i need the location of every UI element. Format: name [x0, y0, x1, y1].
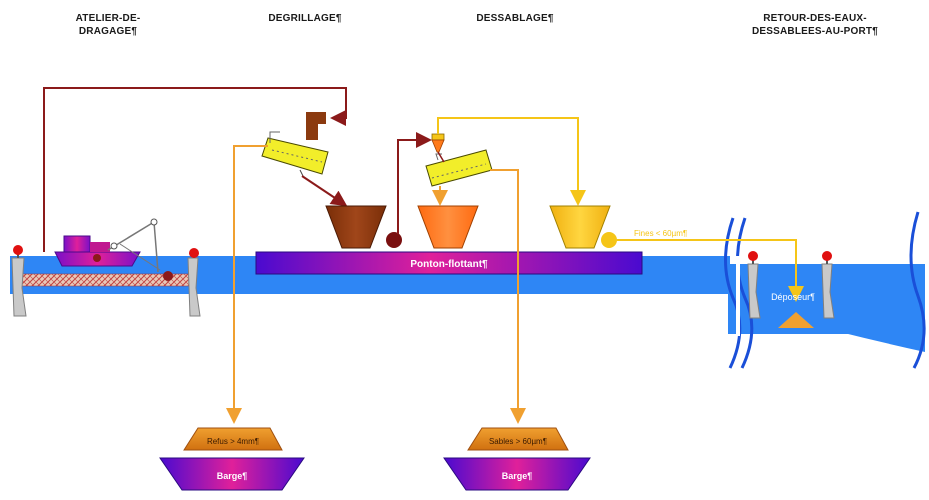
degrillage-screen	[261, 131, 329, 179]
header-retour-line2: DESSABLEES-AU-PORT¶	[751, 26, 879, 37]
flow-fines-to-deposeur	[617, 239, 804, 302]
pump-yellow	[601, 232, 617, 248]
header-atelier-de-dragage: ATELIER-DE- DRAGAGE¶	[58, 12, 158, 38]
deposeur-light-right	[822, 251, 832, 261]
hopper-brown	[325, 205, 387, 249]
ponton-flottant	[255, 251, 643, 275]
header-retour-des-eaux: RETOUR-DES-EAUX- DESSABLEES-AU-PORT¶	[735, 12, 895, 38]
header-dessablage: DESSABLAGE¶	[476, 13, 554, 24]
post-left-light	[13, 245, 23, 255]
barge-right-label: Barge¶	[502, 471, 533, 481]
deposeur-wall-left	[747, 263, 761, 319]
quay-wall-left	[11, 257, 27, 317]
hopper-orange	[417, 205, 479, 249]
break-mark-left-1	[724, 217, 742, 369]
flow-overflow-to-yellow-hopper	[437, 117, 586, 206]
quay-wall-right	[187, 257, 201, 317]
flow-sables-to-barge	[490, 169, 526, 424]
deposeur-light-left	[748, 251, 758, 261]
barge-right	[443, 457, 591, 491]
break-mark-right	[909, 211, 926, 369]
deposeur-label: Déposeur¶	[771, 292, 815, 302]
pump-dark-red	[386, 232, 402, 248]
barge-right-group: Sables > 60µm¶ Barge¶	[443, 427, 591, 491]
pile-refus	[183, 427, 283, 451]
deposeur-pile	[778, 312, 814, 328]
barge-left-label: Barge¶	[217, 471, 248, 481]
feed-box	[306, 112, 326, 140]
header-atelier-line1: ATELIER-DE-	[75, 13, 141, 24]
deposeur-wall-right	[821, 263, 835, 319]
ponton-label: Ponton-flottant¶	[410, 259, 488, 270]
refus-label: Refus > 4mm¶	[207, 437, 259, 446]
dessablage-screen	[425, 149, 493, 187]
header-retour-line1: RETOUR-DES-EAUX-	[763, 13, 867, 24]
barge-left-group: Refus > 4mm¶ Barge¶	[159, 427, 305, 491]
header-degrillage: DEGRILLAGE¶	[268, 13, 342, 24]
barge-left	[159, 457, 305, 491]
header-atelier-line2: DRAGAGE¶	[78, 26, 138, 37]
flow-cyclone-to-screen	[437, 151, 445, 163]
break-mark-left-2	[736, 217, 754, 369]
fines-label: Fines < 60µm¶	[634, 229, 687, 238]
hopper-yellow	[549, 205, 611, 249]
post-right-light	[189, 248, 199, 258]
water-gap	[736, 256, 740, 336]
flow-dredge-to-screen	[43, 87, 347, 252]
pile-sables	[467, 427, 569, 451]
hydrocyclone	[431, 133, 445, 153]
flow-screen-to-brown-hopper	[301, 175, 348, 207]
sables-label: Sables > 60µm¶	[489, 437, 547, 446]
flow-refus-to-barge	[226, 145, 268, 424]
flow-pump-to-cyclone	[397, 132, 432, 234]
dredger-boat	[54, 218, 173, 281]
